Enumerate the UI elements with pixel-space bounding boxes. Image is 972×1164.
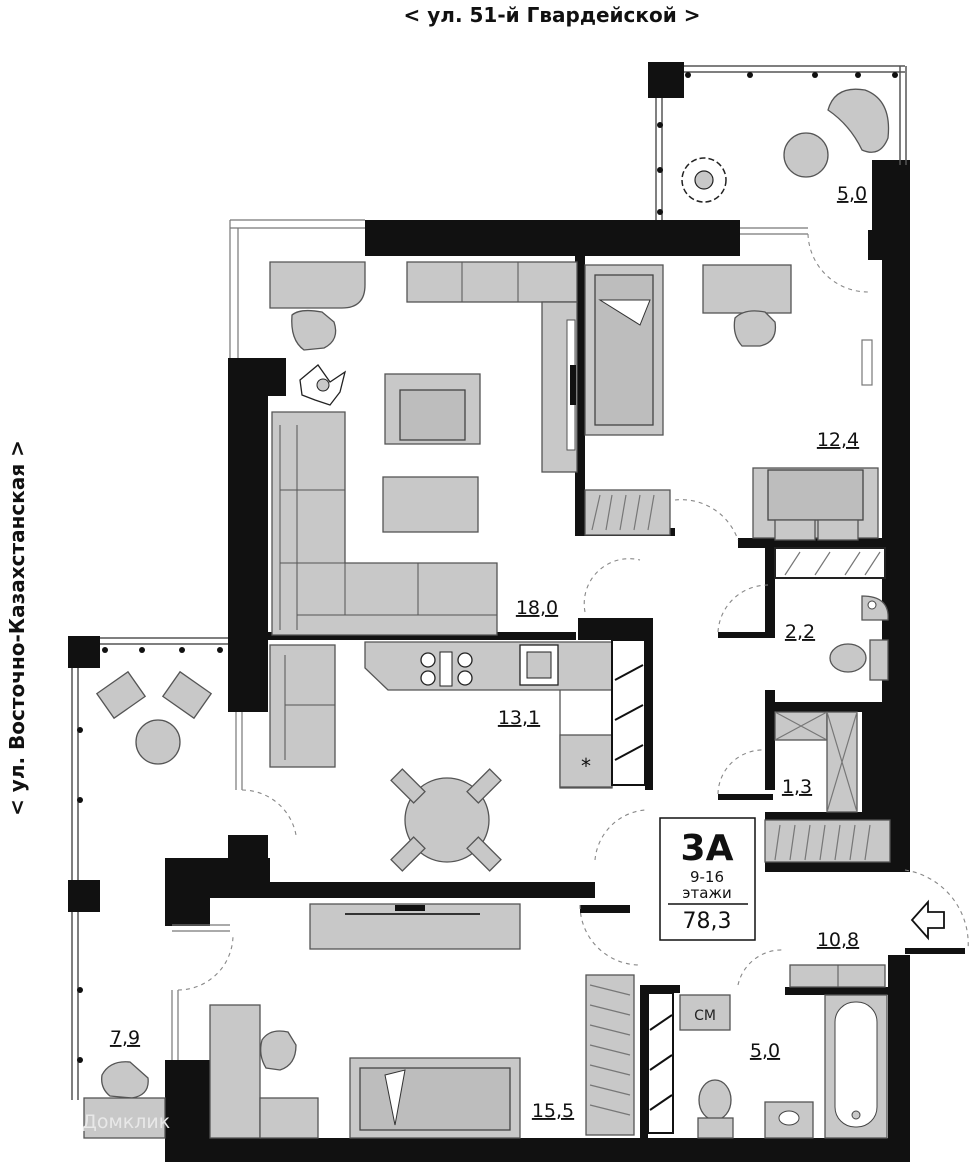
- area-bedroom-bottom: 15,5: [532, 1100, 574, 1122]
- area-living: 18,0: [516, 597, 558, 619]
- area-bedroom-right: 12,4: [817, 429, 859, 451]
- street-left-label: < ул. Восточно-Казахстанская >: [5, 440, 29, 816]
- wardrobe-strip: [774, 547, 886, 579]
- area-kitchen: 13,1: [498, 707, 540, 729]
- entrance-arrow-icon: [910, 899, 945, 941]
- bedroom-bottom: [209, 903, 635, 1139]
- street-top-label: < ул. 51-й Гвардейской >: [404, 3, 701, 27]
- area-storage: 1,3: [782, 776, 812, 798]
- badge-total-area: 78,3: [683, 909, 732, 934]
- fridge-symbol: *: [581, 754, 591, 778]
- door-swings: [177, 233, 969, 991]
- wc-small: [829, 595, 889, 681]
- badge-floors: 9-16: [690, 868, 724, 886]
- walls: [165, 220, 965, 1162]
- area-bathroom: 5,0: [750, 1040, 780, 1062]
- bathroom: [647, 992, 888, 1139]
- watermark-logo: Домклик: [82, 1111, 170, 1133]
- storage: [764, 711, 891, 863]
- balcony-top: [648, 62, 910, 260]
- hall: [789, 964, 886, 988]
- area-wc: 2,2: [785, 621, 815, 643]
- area-balcony-left: 7,9: [110, 1027, 140, 1049]
- windows: [171, 219, 808, 1060]
- badge-floors-label: этажи: [682, 884, 731, 902]
- plant-icon-2: [299, 364, 347, 406]
- stove-icon: [420, 651, 473, 687]
- bedroom-right: [584, 264, 879, 541]
- balcony-left: [68, 636, 228, 1139]
- area-balcony-top: 5,0: [837, 183, 867, 205]
- kitchen: [269, 639, 646, 872]
- living-room: [269, 261, 578, 636]
- apartment-badge: [659, 817, 756, 941]
- area-hall: 10,8: [817, 929, 859, 951]
- plant-icon: [681, 157, 727, 203]
- sink-icon: [519, 644, 559, 686]
- badge-type: 3А: [681, 828, 734, 869]
- washer-label: СМ: [694, 1008, 716, 1024]
